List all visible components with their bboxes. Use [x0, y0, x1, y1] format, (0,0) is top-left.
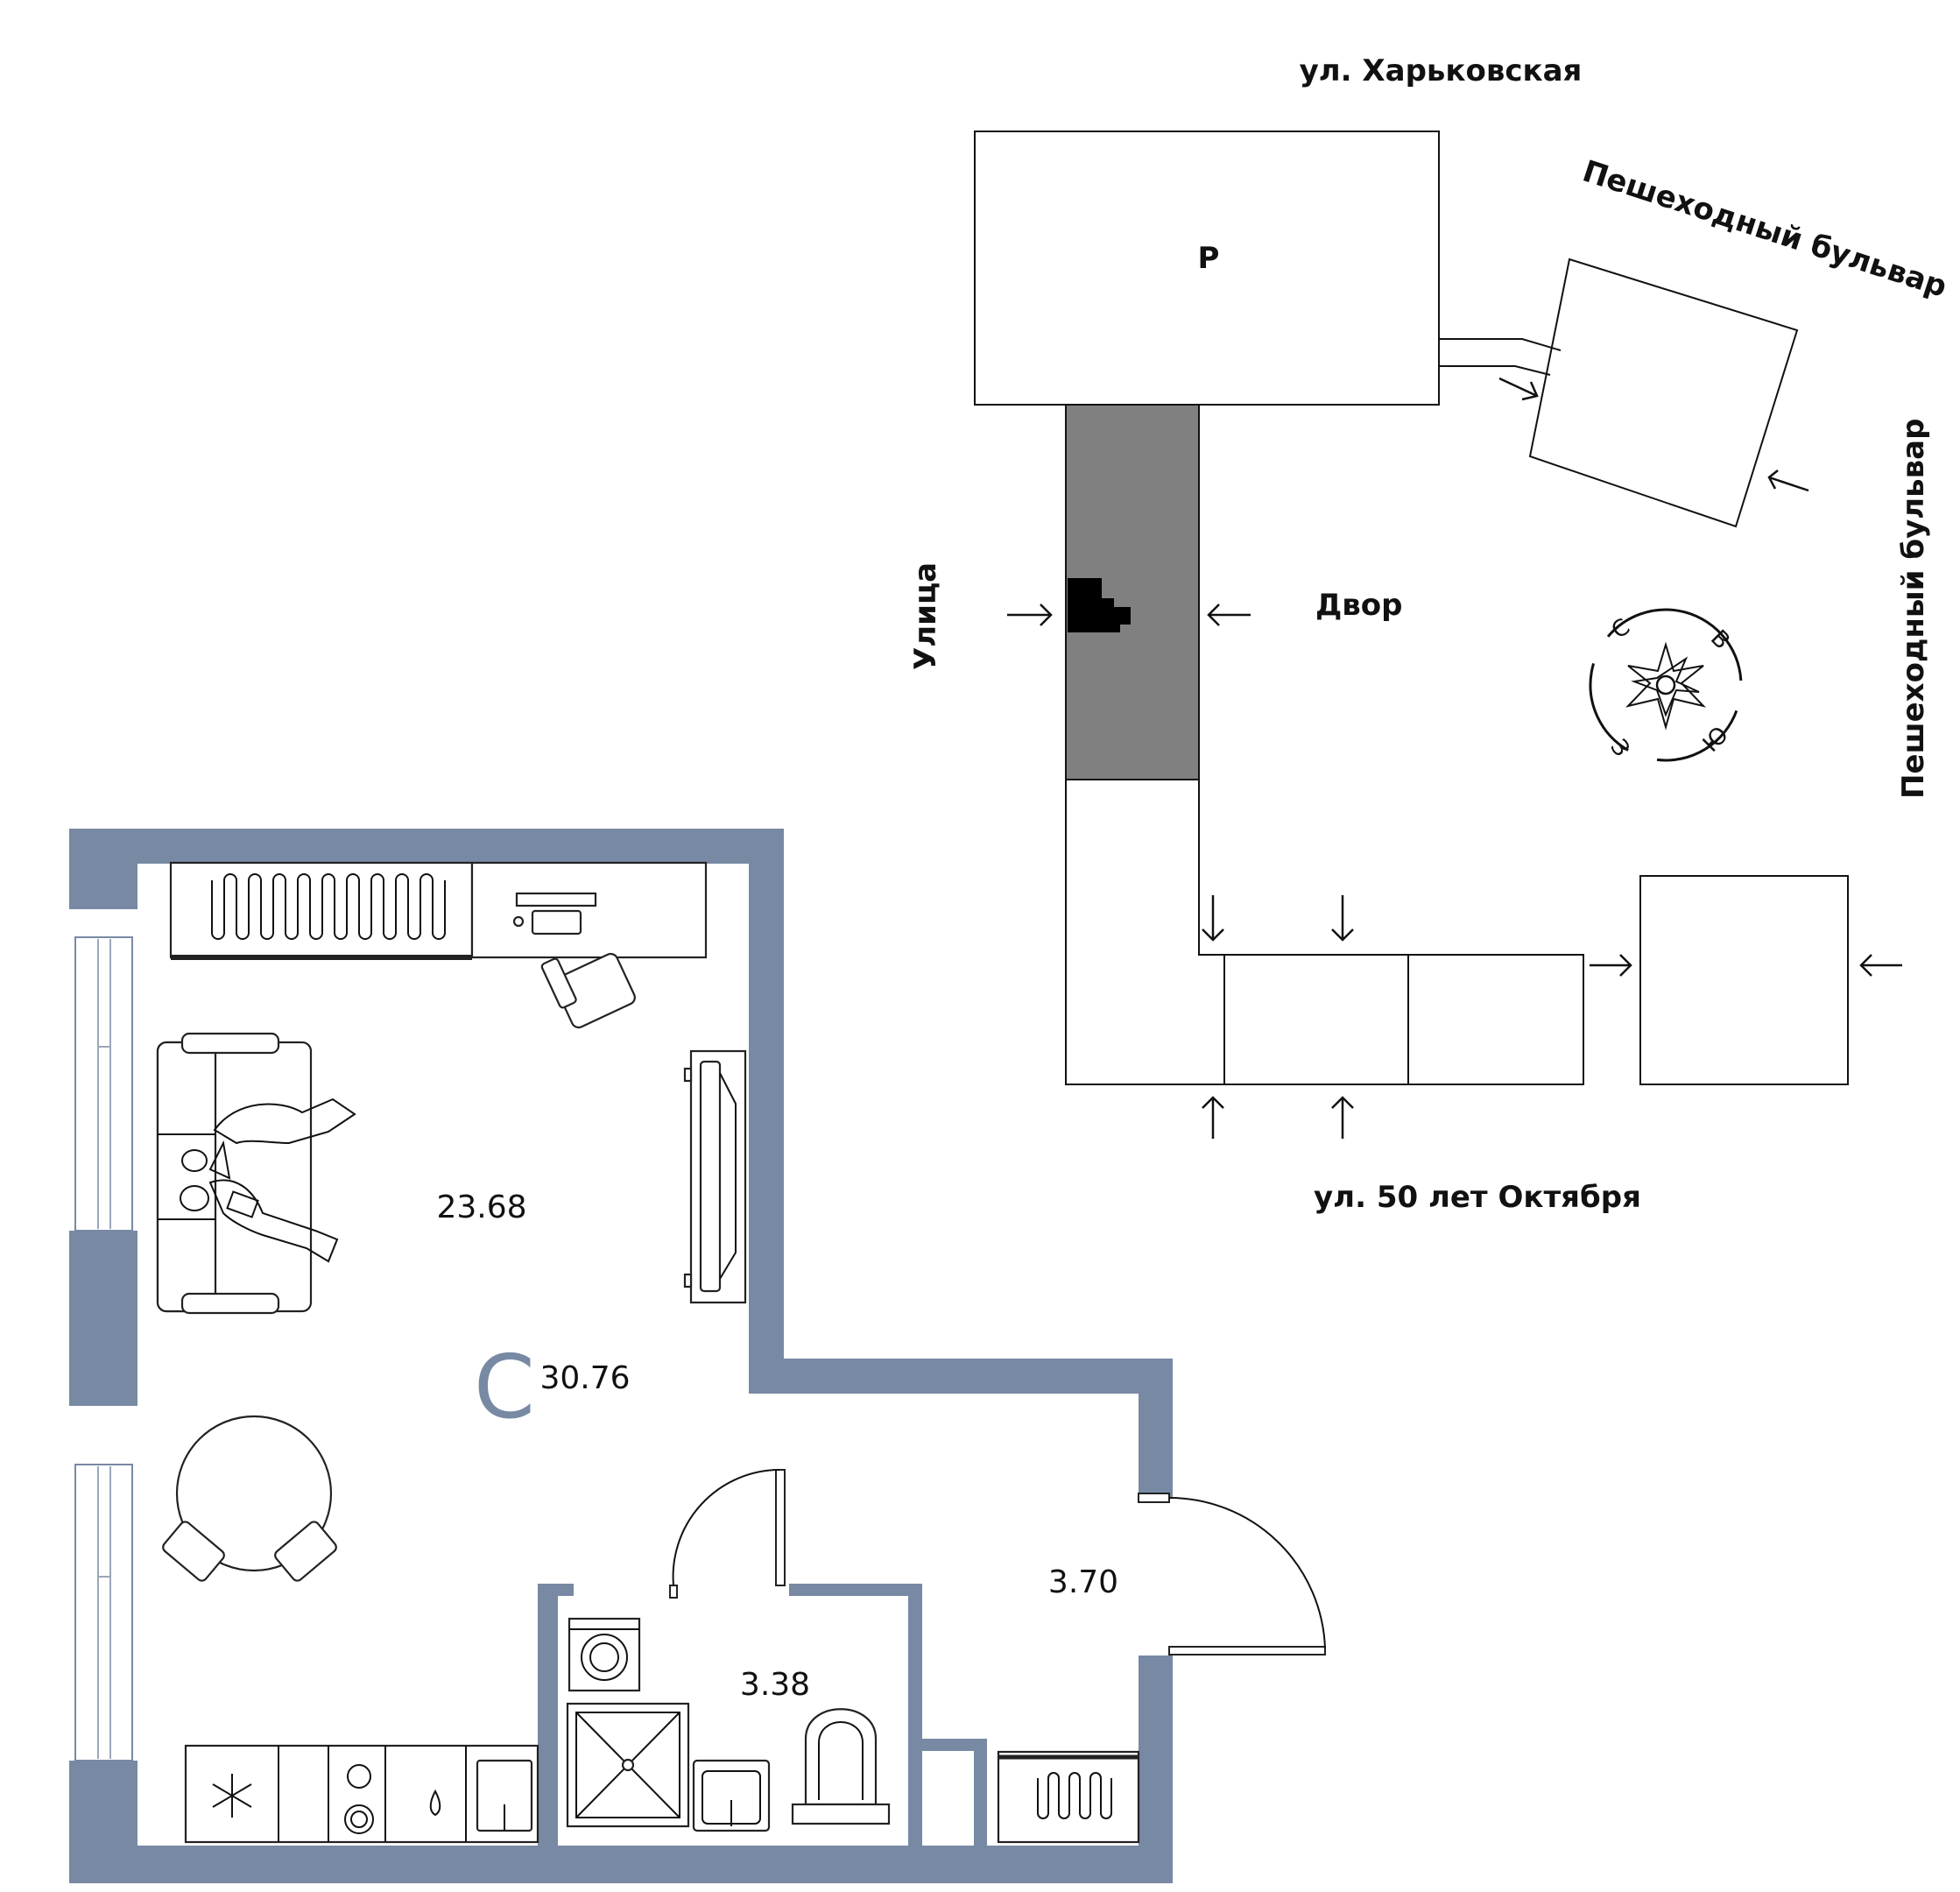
- arrow-icon: [1498, 377, 1539, 401]
- desk-chair: [540, 952, 636, 1029]
- compass-west: З: [1604, 735, 1634, 762]
- hall-area-value: 3.70: [1048, 1564, 1118, 1600]
- arrow-icon: [1859, 954, 1902, 977]
- people-figures-icon: [180, 1098, 356, 1263]
- bathroom-fixtures: [566, 1617, 891, 1832]
- snowflake-icon: [212, 1774, 252, 1818]
- street-left-label: Улица: [908, 562, 943, 670]
- boulevard-top-label: Пешеходный бульвар: [1578, 154, 1951, 305]
- arrow-icon: [1331, 895, 1354, 942]
- total-area-value: 30.76: [539, 1360, 630, 1396]
- apartment-marker: [1068, 578, 1131, 632]
- parking-label: P: [1198, 241, 1220, 276]
- sink-icon: [476, 1759, 533, 1832]
- compass-star-icon: [1625, 641, 1707, 731]
- kitchen-unit: [184, 1744, 539, 1844]
- desk: [470, 861, 708, 959]
- yard-label: Двор: [1315, 588, 1403, 623]
- site-plan: ул. Харьковская P Пешеходный бульвар Пеш…: [908, 53, 1951, 1215]
- street-top-label: ул. Харьковская: [1300, 53, 1583, 88]
- living-area-value: 23.68: [436, 1190, 526, 1225]
- arrow-icon: [1007, 604, 1053, 626]
- sofa: [156, 1032, 313, 1315]
- bathroom-door: [669, 1469, 786, 1599]
- compass-center-icon: [1655, 674, 1676, 695]
- compass-ring: [1589, 608, 1743, 762]
- bathroom-area-value: 3.38: [740, 1667, 810, 1703]
- apartment-type-label: С: [474, 1336, 535, 1438]
- walls: [69, 829, 1173, 1883]
- arrow-icon: [1767, 469, 1809, 492]
- washing-machine-icon: [568, 1617, 641, 1692]
- compass-star-inner-icon: [1631, 656, 1700, 717]
- parking-building: [974, 131, 1440, 406]
- passage-line-lower: [1439, 365, 1551, 376]
- compass-east: В: [1705, 625, 1735, 655]
- window: [74, 936, 133, 1232]
- main-building-outline: [1065, 780, 1584, 1085]
- arrow-icon: [1207, 604, 1251, 626]
- entrance-arrows: [1007, 377, 1902, 1139]
- floor-plan: 23.68 С 30.76 3.70 3.38: [69, 829, 1326, 1883]
- hall-radiator: [997, 1750, 1140, 1844]
- toilet-icon: [791, 1708, 891, 1825]
- drop-icon: [429, 1789, 441, 1817]
- street-bottom-label: ул. 50 лет Октября: [1314, 1180, 1641, 1215]
- dining-table: [162, 1415, 337, 1582]
- boulevard-right-label: Пешеходный бульвар: [1896, 419, 1931, 799]
- arrow-icon: [1331, 1096, 1354, 1139]
- arrow-icon: [1202, 895, 1224, 942]
- window: [74, 1464, 133, 1761]
- tv-stand: [683, 1049, 747, 1304]
- entrance-door: [1138, 1493, 1326, 1656]
- compass: С В Ю З: [1589, 608, 1743, 762]
- passage-line-upper: [1439, 338, 1562, 351]
- bathroom-sink-icon: [692, 1759, 771, 1832]
- radiator: [169, 861, 474, 960]
- stove-icon: [344, 1764, 374, 1834]
- arrow-icon: [1590, 954, 1632, 977]
- shower-icon: [566, 1702, 690, 1828]
- boulevard-building: [1528, 258, 1799, 528]
- standalone-building: [1639, 875, 1849, 1085]
- arrow-icon: [1202, 1096, 1224, 1139]
